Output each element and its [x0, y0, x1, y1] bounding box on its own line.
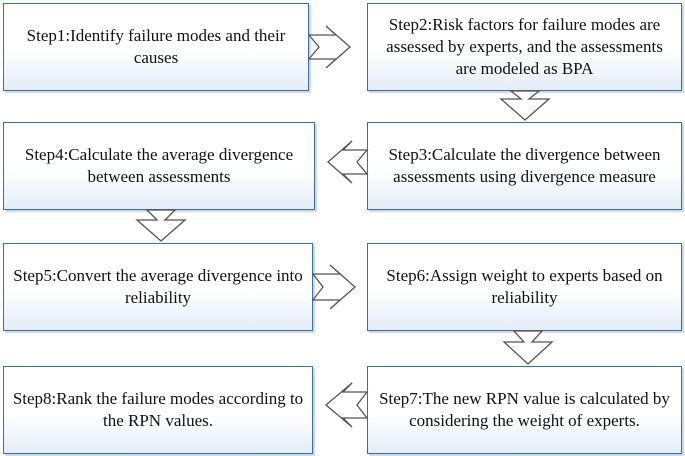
step3-text: Step3:Calculate the divergence between a…	[388, 145, 661, 186]
step3-box: Step3:Calculate the divergence between a…	[367, 122, 682, 210]
step7-box: Step7:The new RPN value is calculated by…	[367, 366, 682, 454]
step1-text: Step1:Identify failure modes and their c…	[26, 26, 286, 67]
step7-text: Step7:The new RPN value is calculated by…	[379, 389, 670, 430]
step2-text: Step2:Risk factors for failure modes are…	[386, 15, 663, 78]
arrow-step3-to-step4	[327, 140, 369, 184]
step5-text: Step5:Convert the average divergence int…	[13, 266, 303, 307]
arrow-step5-to-step6	[311, 264, 356, 310]
arrow-step6-to-step7	[502, 330, 554, 365]
arrow-step2-to-step3	[499, 90, 551, 121]
step1-box: Step1:Identify failure modes and their c…	[3, 3, 309, 91]
arrow-step4-to-step5	[135, 209, 187, 242]
step6-box: Step6:Assign weight to experts based on …	[367, 243, 682, 331]
step8-box: Step8:Rank the failure modes according t…	[3, 366, 313, 454]
step8-text: Step8:Rank the failure modes according t…	[12, 389, 304, 430]
step5-box: Step5:Convert the average divergence int…	[3, 243, 313, 331]
step4-box: Step4:Calculate the average divergence b…	[3, 122, 315, 210]
step6-text: Step6:Assign weight to experts based on …	[386, 266, 663, 307]
arrow-step1-to-step2	[307, 25, 351, 69]
step2-box: Step2:Risk factors for failure modes are…	[367, 3, 682, 91]
step4-text: Step4:Calculate the average divergence b…	[24, 145, 294, 186]
arrow-step7-to-step8	[324, 382, 369, 428]
